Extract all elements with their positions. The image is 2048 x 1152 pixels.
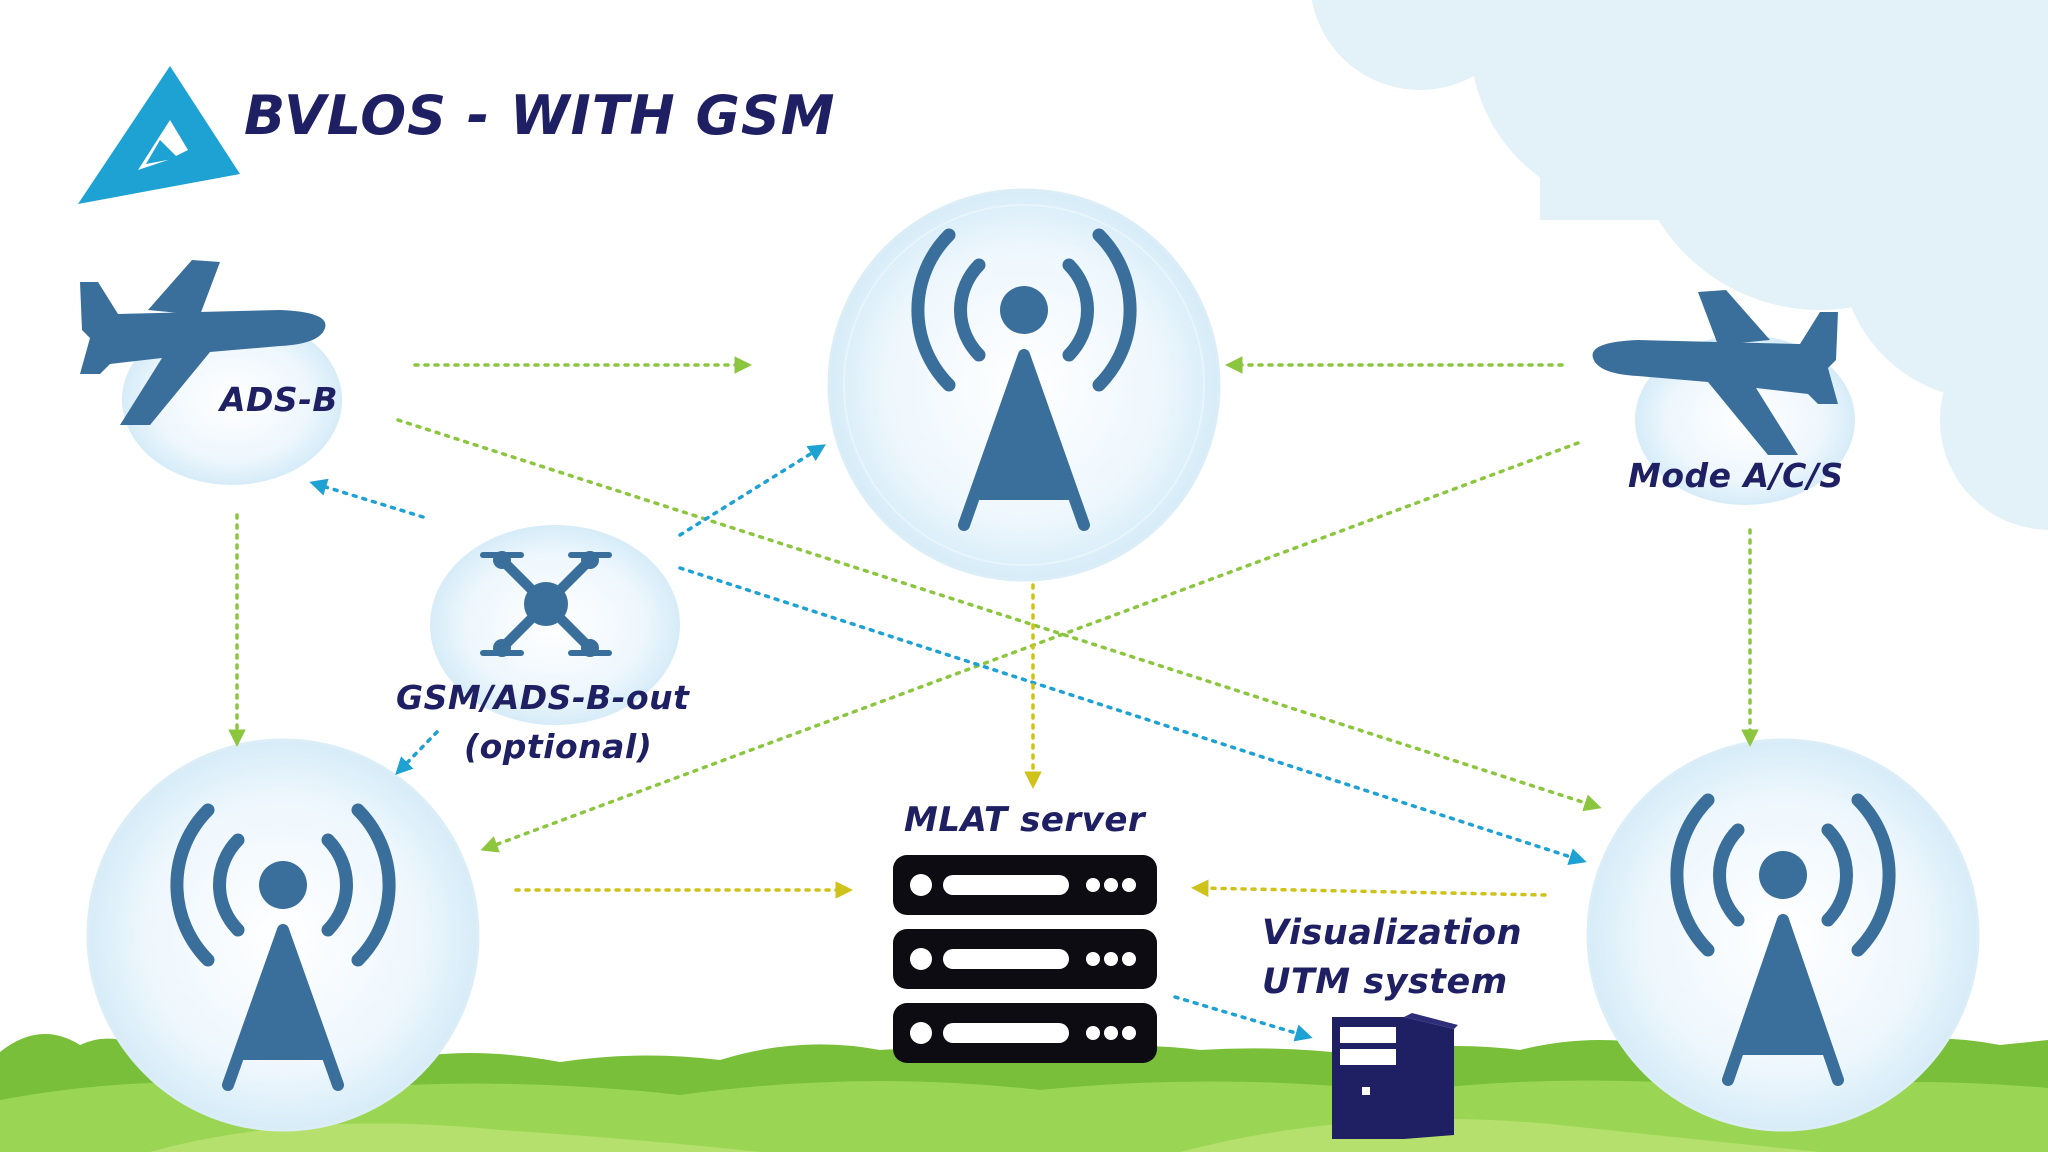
airplane-icon: [1592, 290, 1838, 455]
server-rack-icon: [893, 855, 1157, 1063]
connection-links: [228, 356, 1759, 1042]
link-adsb-to-tower-right: [396, 418, 1602, 812]
server-unit: [893, 855, 1157, 915]
drone-label-optional: (optional): [464, 727, 653, 766]
drone-icon: [480, 551, 612, 657]
link-drone-to-tower-right: [678, 566, 1587, 866]
server-unit: [893, 1003, 1157, 1063]
radio-tower-icon: [911, 228, 1137, 531]
utm-label-line1: Visualization: [1262, 913, 1523, 953]
triangle-a-logo: [78, 66, 240, 204]
link-drone-to-adsb: [309, 478, 425, 519]
page-title: BVLOS - WITH GSM: [244, 84, 836, 147]
mode-acs-label: Mode A/C/S: [1628, 456, 1844, 495]
link-tower-right-to-server: [1191, 879, 1547, 897]
adsb-label: ADS-B: [220, 380, 339, 419]
utm-label-line2: UTM system: [1262, 962, 1508, 1002]
radio-tower-icon: [1670, 793, 1896, 1086]
mlat-server-label: MLAT server: [904, 800, 1146, 840]
server-unit: [893, 929, 1157, 989]
link-drone-to-tower-left: [395, 730, 439, 776]
cloud-background: [1311, 0, 2048, 530]
grass-ground: [0, 1034, 2048, 1152]
link-server-to-utm: [1173, 995, 1313, 1042]
radio-tower-icon: [170, 803, 396, 1091]
computer-tower-icon: [1332, 1013, 1458, 1139]
drone-label: GSM/ADS-B-out: [396, 678, 690, 717]
airplane-icon: [80, 260, 326, 425]
link-drone-to-tower-top: [678, 444, 826, 537]
